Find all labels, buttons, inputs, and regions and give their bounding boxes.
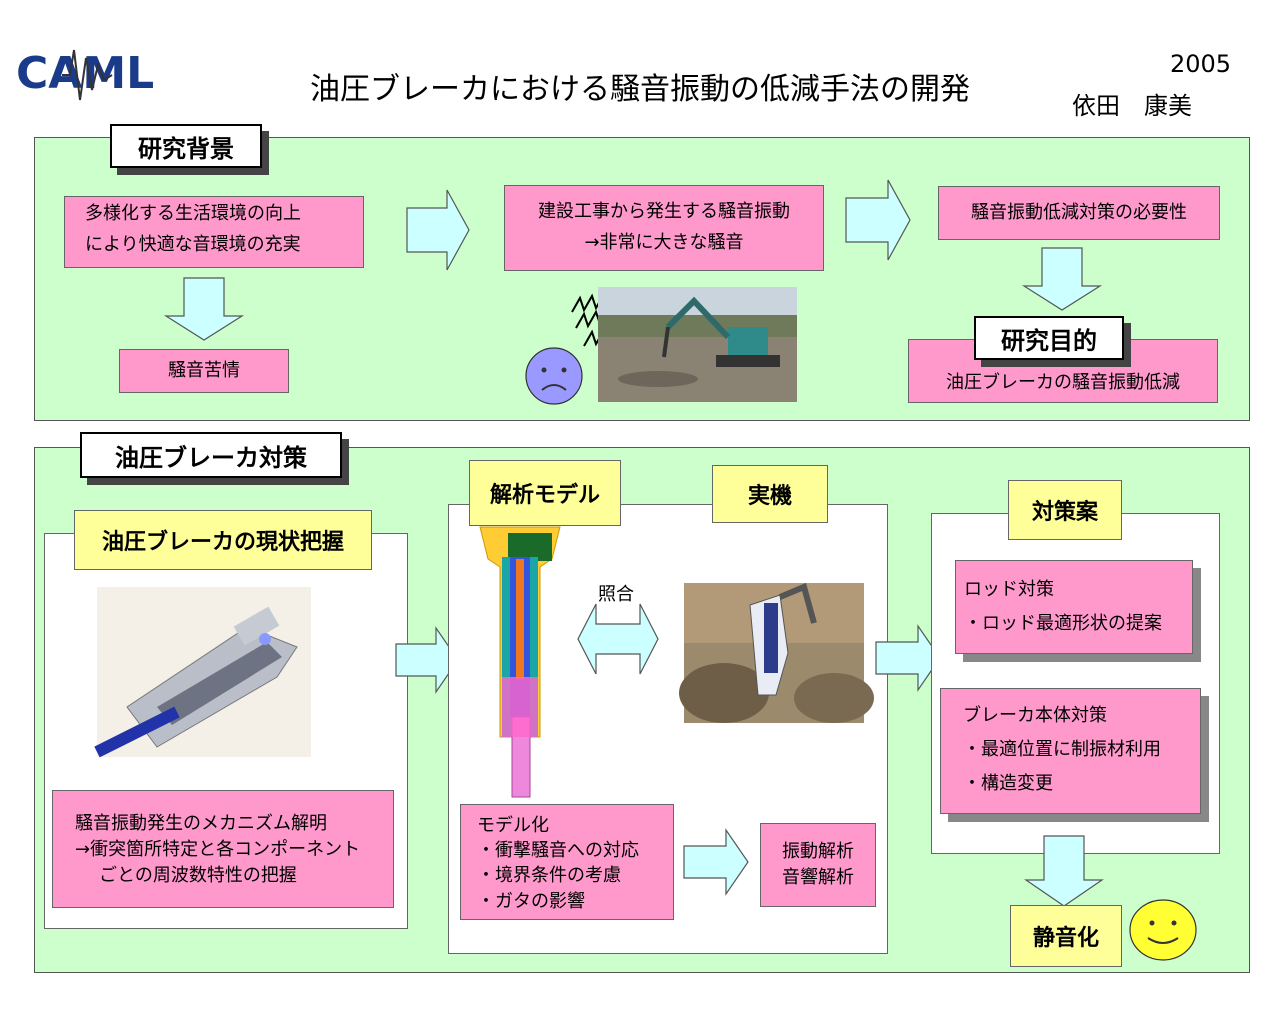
- arrow-right-1: [406, 189, 470, 271]
- modeling-line-4: ・ガタの影響: [477, 890, 585, 912]
- rod-measure-box: ロッド対策 ・ロッド最適形状の提案: [955, 560, 1193, 654]
- modeling-line-1: モデル化: [477, 815, 549, 836]
- page-title: 油圧ブレーカにおける騒音振動の低減手法の開発: [310, 72, 970, 107]
- purpose-box: 油圧ブレーカの騒音振動低減: [908, 339, 1218, 403]
- noise-line-2: →非常に大きな騒音: [584, 232, 744, 253]
- analysis-box: 振動解析 音響解析: [760, 823, 876, 907]
- rod-line-1: ロッド対策: [964, 579, 1054, 600]
- arrow-right-4: [683, 828, 749, 896]
- sad-face-icon: [525, 347, 583, 405]
- background-tag: 研究背景: [110, 124, 262, 168]
- year-label: 2005: [1170, 50, 1232, 78]
- current-state-tag: 油圧ブレーカの現状把握: [74, 510, 372, 570]
- excavator-photo: [598, 287, 797, 402]
- arrow-down-3: [1024, 835, 1104, 907]
- compare-double-arrow: [577, 603, 659, 675]
- mechanism-line-3: ごとの周波数特性の把握: [99, 865, 297, 887]
- complaint-box: 騒音苦情: [119, 349, 289, 393]
- plan-tag: 対策案: [1008, 480, 1122, 540]
- construction-noise-box: 建設工事から発生する騒音振動 →非常に大きな騒音: [504, 185, 824, 271]
- body-line-1: ブレーカ本体対策: [963, 705, 1107, 726]
- rod-line-2: ・ロッド最適形状の提案: [964, 613, 1162, 635]
- env-line-1: 多様化する生活環境の向上: [85, 203, 301, 224]
- logo-graphic: CAML: [16, 48, 154, 101]
- arrow-down-1: [163, 277, 245, 341]
- analysis-line-1: 振動解析: [782, 840, 854, 862]
- measures-tag: 油圧ブレーカ対策: [80, 432, 342, 478]
- compare-label: 照合: [598, 584, 634, 605]
- arrow-right-5: [875, 624, 941, 692]
- mechanism-line-2: →衝突箇所特定と各コンポーネント: [75, 839, 361, 861]
- env-improvement-box: 多様化する生活環境の向上 により快適な音環境の充実: [64, 196, 364, 268]
- need-measures-box: 騒音振動低減対策の必要性: [938, 186, 1220, 240]
- purpose-tag: 研究目的: [974, 316, 1124, 360]
- modeling-line-3: ・境界条件の考慮: [477, 865, 621, 887]
- breaker-cad-image: [94, 587, 311, 758]
- body-measure-box: ブレーカ本体対策 ・最適位置に制振材利用 ・構造変更: [940, 688, 1201, 814]
- arrow-right-3: [395, 626, 459, 694]
- logo: CAML: [14, 40, 184, 110]
- real-breaker-photo: [679, 582, 874, 723]
- body-line-3: ・構造変更: [963, 773, 1053, 795]
- noise-line-1: 建設工事から発生する騒音振動: [538, 201, 790, 223]
- author-name: 依田 康美: [1072, 92, 1192, 120]
- logo-text: CAML: [16, 48, 154, 99]
- real-machine-tag: 実機: [712, 465, 828, 523]
- mechanism-box: 騒音振動発生のメカニズム解明 →衝突箇所特定と各コンポーネント ごとの周波数特性…: [52, 790, 394, 908]
- env-line-2: により快適な音環境の充実: [85, 233, 301, 255]
- analysis-line-2: 音響解析: [782, 867, 854, 888]
- arrow-right-2: [845, 179, 911, 261]
- mechanism-line-1: 騒音振動発生のメカニズム解明: [75, 813, 327, 834]
- result-tag: 静音化: [1010, 905, 1122, 967]
- model-tag: 解析モデル: [469, 460, 621, 526]
- modeling-line-2: ・衝撃騒音への対応: [477, 840, 639, 862]
- happy-face-icon: [1129, 899, 1197, 961]
- modeling-box: モデル化 ・衝撃騒音への対応 ・境界条件の考慮 ・ガタの影響: [460, 804, 674, 920]
- breaker-model-diagram: [479, 526, 561, 798]
- arrow-down-2: [1021, 247, 1103, 311]
- body-line-2: ・最適位置に制振材利用: [963, 739, 1161, 761]
